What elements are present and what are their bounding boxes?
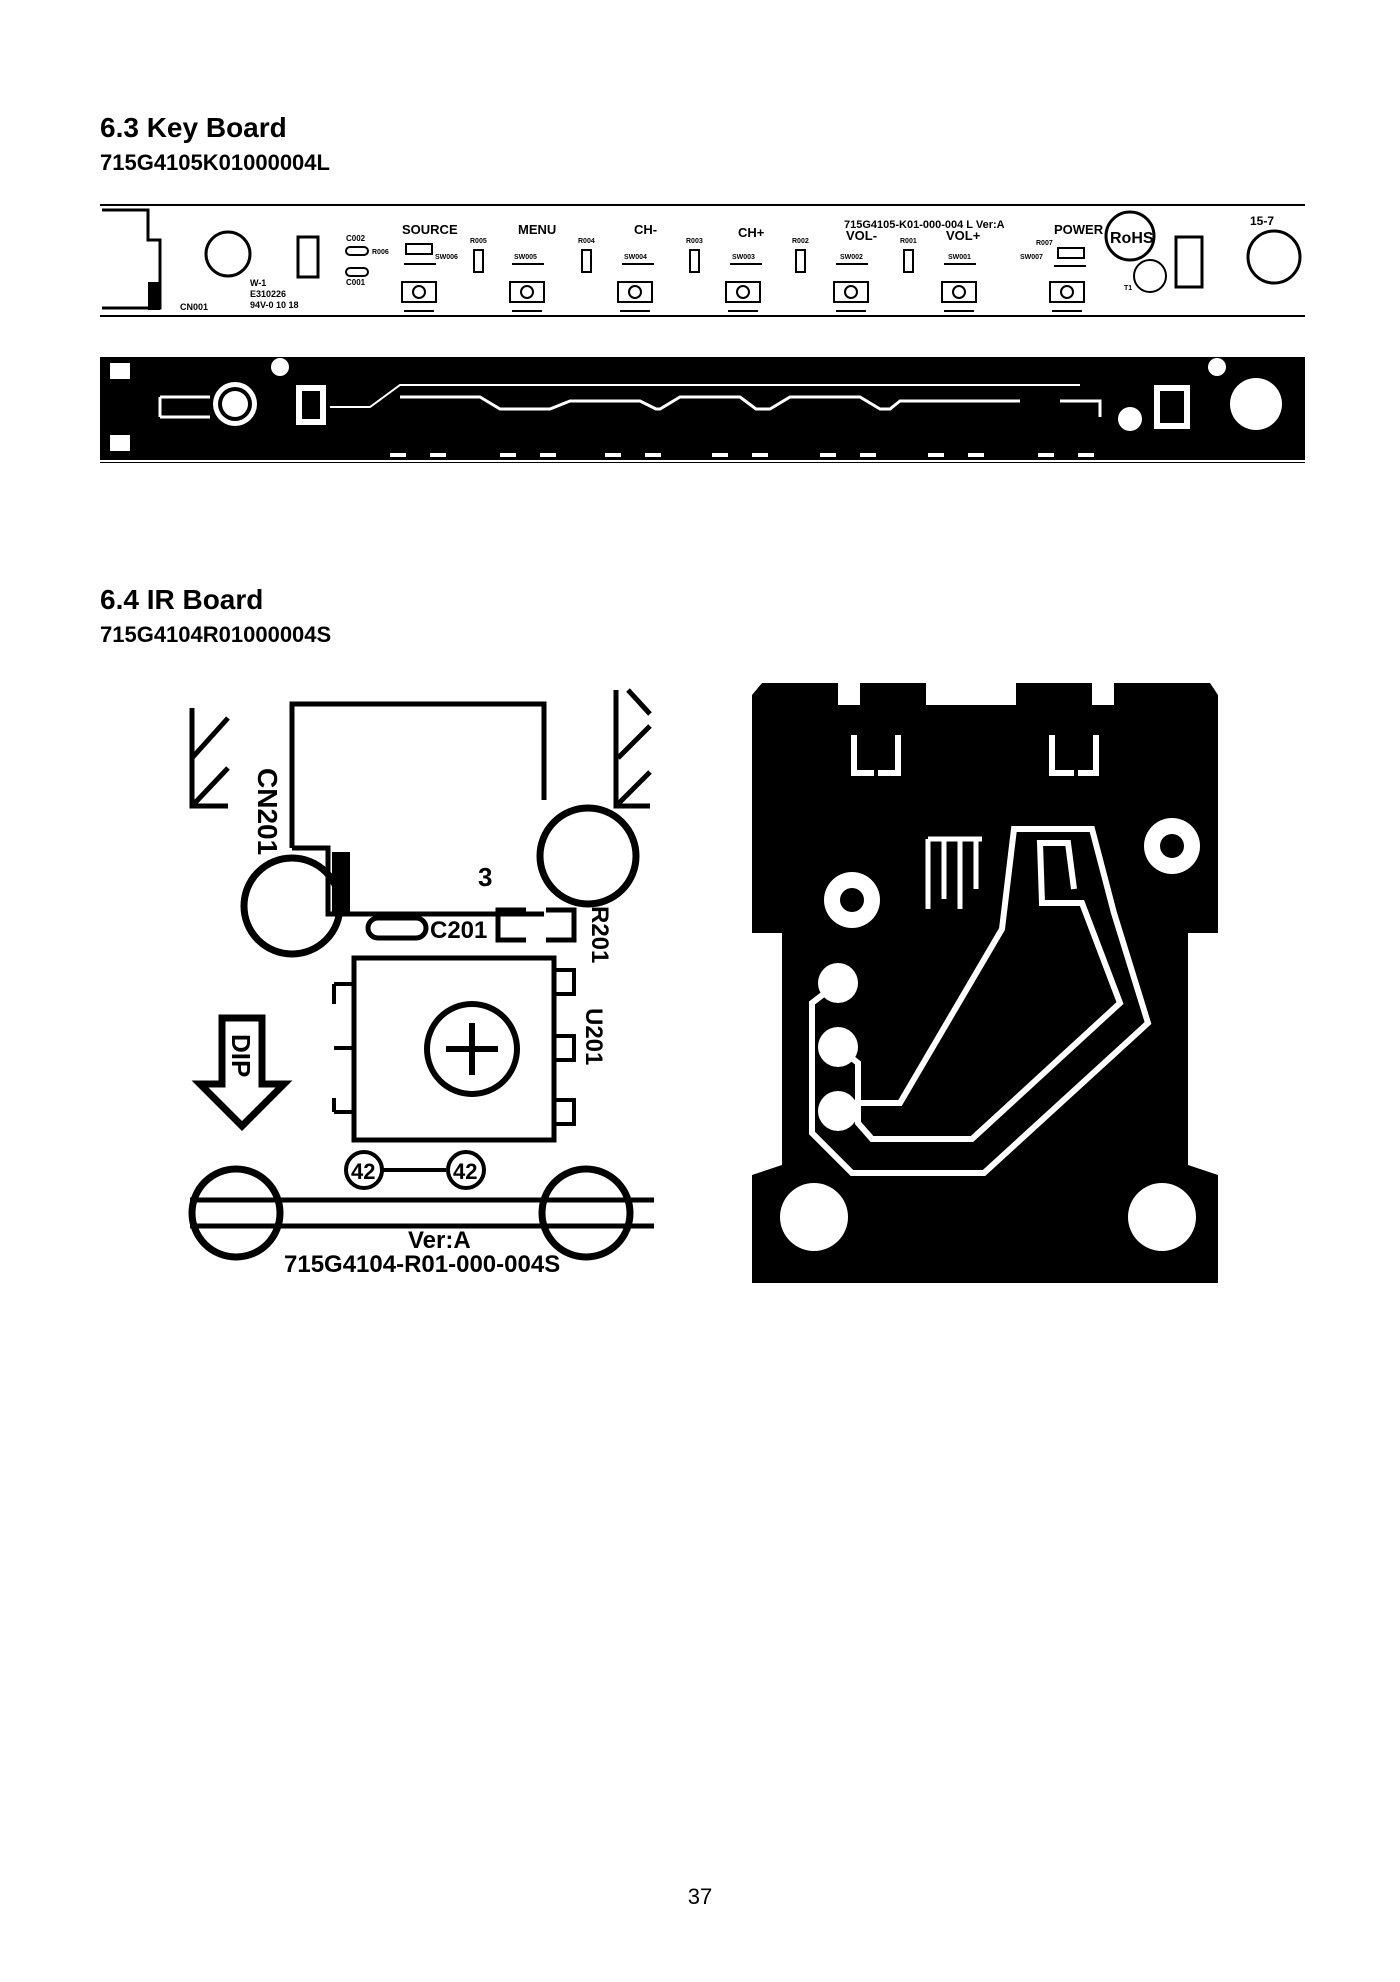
- ir-r201-label: R201: [586, 906, 613, 963]
- key-res-r007: R007: [1036, 240, 1053, 247]
- key-ch-minus: CH- SW004 R003: [617, 222, 703, 312]
- key-vol-plus: VOL+ SW001: [941, 228, 981, 312]
- ir-board-silkscreen: CN201 3 C201 R201 U201 DIP 42 42 Ver:A 7…: [188, 688, 654, 1278]
- key-label-menu: MENU: [518, 222, 556, 237]
- part-number-key-board: 715G4105K01000004L: [100, 150, 330, 175]
- key-res-r001: R001: [900, 238, 917, 245]
- key-label-ch-minus: CH-: [634, 222, 657, 237]
- ir-mark-2: 42: [453, 1159, 477, 1184]
- key-vol-minus: 715G4105-K01-000-004 L Ver:A VOL- SW002 …: [833, 219, 1005, 312]
- key-corner-code: 15-7: [1250, 214, 1274, 228]
- key-sw-sw001: SW001: [948, 254, 971, 261]
- key-sw-sw002: SW002: [840, 254, 863, 261]
- key-menu: MENU SW005 R004: [509, 222, 595, 312]
- part-number-ir-board: 715G4104R01000004S: [100, 622, 332, 647]
- key-power: POWER R007 SW007: [1020, 222, 1104, 312]
- page-number: 37: [687, 1884, 713, 1909]
- ir-cn201-label: CN201: [252, 768, 283, 855]
- key-sw-sw005: SW005: [514, 254, 537, 261]
- key-ul-mark-1: W-1: [250, 278, 266, 288]
- ir-mark-1: 42: [351, 1159, 375, 1184]
- ir-c201-label: C201: [430, 917, 487, 944]
- key-label-vol-minus: VOL-: [846, 228, 877, 243]
- key-rohs-mark: RoHS: [1110, 230, 1154, 247]
- key-board-copper: [100, 357, 1305, 463]
- section-title-ir-board: 6.4 IR Board: [100, 584, 264, 615]
- section-title-key-board: 6.3 Key Board: [100, 112, 287, 143]
- ir-pin-label: 3: [478, 862, 492, 892]
- ir-board-id: 715G4104-R01-000-004S: [284, 1251, 560, 1278]
- key-t1-label: T1: [1124, 285, 1132, 292]
- key-res-r005: R005: [470, 238, 487, 245]
- key-label-source: SOURCE: [402, 222, 458, 237]
- ir-u201-label: U201: [580, 1008, 607, 1065]
- key-c001-label: C001: [346, 278, 366, 287]
- key-res-r003: R003: [686, 238, 703, 245]
- key-res-r002: R002: [792, 238, 809, 245]
- key-ul-mark-2: E310226: [250, 289, 286, 299]
- key-res-r004: R004: [578, 238, 595, 245]
- key-cn001-label: CN001: [180, 302, 208, 312]
- key-board-silkscreen: CN001 W-1 E310226 94V-0 10 18 C002 C001 …: [100, 204, 1305, 317]
- key-source: SOURCE R006 SW006 R005: [372, 222, 487, 312]
- key-label-ch-plus: CH+: [738, 225, 765, 240]
- key-sw-sw006: SW006: [435, 254, 458, 261]
- key-sw-sw004: SW004: [624, 254, 647, 261]
- ir-version-label: Ver:A: [408, 1227, 471, 1254]
- key-label-vol-plus: VOL+: [946, 228, 981, 243]
- key-sw-sw003: SW003: [732, 254, 755, 261]
- key-ul-mark-3: 94V-0 10 18: [250, 300, 299, 310]
- key-res-r006: R006: [372, 249, 389, 256]
- key-label-power: POWER: [1054, 222, 1104, 237]
- key-ch-plus: CH+ SW003 R002: [725, 225, 809, 312]
- key-sw-sw007: SW007: [1020, 254, 1043, 261]
- ir-board-copper: [752, 683, 1218, 1283]
- key-c002-label: C002: [346, 234, 366, 243]
- key-board-id: 715G4105-K01-000-004 L Ver:A: [844, 219, 1005, 231]
- ir-dip-label: DIP: [226, 1034, 256, 1077]
